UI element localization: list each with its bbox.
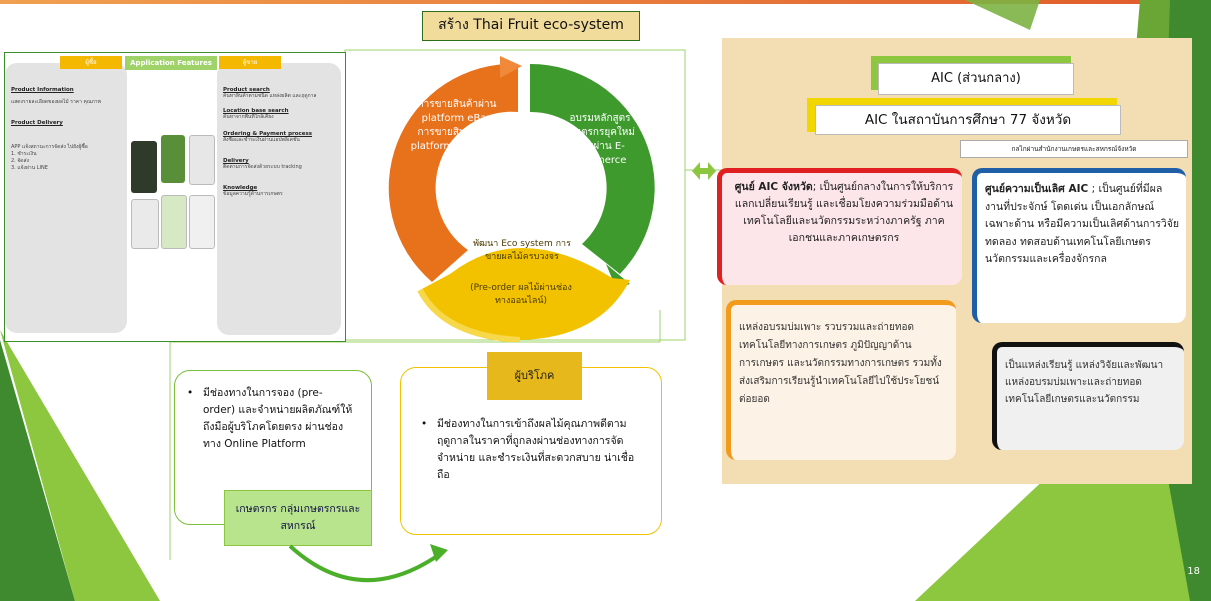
aic-institutions: AIC ในสถาบันการศึกษา 77 จังหวัด — [815, 105, 1121, 135]
cycle-segment-yellow — [420, 247, 630, 340]
product-delivery-title: Product Delivery — [11, 120, 63, 126]
location-search-title: Location base search — [223, 108, 289, 114]
phone-mockup — [161, 135, 185, 183]
seller-features: Product search ค้นหาสินค้าตามชนิด แหล่งผ… — [223, 87, 335, 198]
aic-excellence-title: ศูนย์ความเป็นเลิศ AIC — [985, 183, 1089, 195]
product-search-text: ค้นหาสินค้าตามชนิด แหล่งผลิต และฤดูกาล — [223, 93, 317, 99]
seller-header-tab: ผู้ขาย — [219, 56, 281, 69]
aic-excellence-text: ; เป็นศูนย์ที่มีผลงานที่ประจักษ์ โดดเด่น… — [985, 183, 1180, 265]
product-info-text: แสดงรายละเอียดของผลไม้ ราคา คุณภาพ — [11, 99, 101, 105]
consumer-description: มีช่องทางในการเข้าถึงผลไม้คุณภาพดีตามฤดู… — [421, 416, 642, 484]
ordering-text: สั่งซื้อและชำระเงินผ่านแอปพลิเคชัน — [223, 137, 300, 143]
farmer-label: เกษตรกร กลุ่มเกษตรกรและ สหกรณ์ — [224, 490, 372, 546]
phone-mockup — [189, 195, 215, 249]
delivery-title: Delivery — [223, 158, 249, 164]
buyer-header-tab: ผู้ซื้อ — [60, 56, 122, 69]
location-search-text: ค้นหาจากพื้นที่ใกล้เคียง — [223, 114, 274, 120]
buyer-features: Product Information แสดงรายละเอียดของผลไ… — [11, 87, 119, 172]
top-accent-bar — [0, 0, 1211, 4]
aic-provincial-text: ; เป็นศูนย์กลางในการให้บริการแลกเปลี่ยนเ… — [734, 181, 954, 244]
cycle-green-text: อบรมหลักสูตรเกษตรกรยุคใหม่ขายผ่าน E-comm… — [565, 113, 635, 166]
delivery-step: 3. แจ้งผ่าน LINE — [11, 165, 48, 171]
aic-research-box: เป็นแหล่งเรียนรู้ แหล่งวิจัยและพัฒนา แหล… — [992, 342, 1184, 450]
cycle-segment-green — [530, 63, 655, 274]
cycle-diagram — [388, 56, 655, 342]
phone-mockup — [189, 135, 215, 185]
cycle-orange-text: การขายสินค้าผ่าน platform eBay การขายสิน… — [410, 99, 504, 152]
product-search-title: Product search — [223, 87, 270, 93]
aic-central: AIC (ส่วนกลาง) — [878, 63, 1074, 95]
phone-mockup — [131, 199, 159, 249]
aic-excellence-content: ศูนย์ความเป็นเลิศ AIC ; เป็นศูนย์ที่มีผล… — [985, 181, 1180, 269]
aic-provincial-content: ศูนย์ AIC จังหวัด; เป็นศูนย์กลางในการให้… — [730, 179, 958, 247]
cycle-yellow-title: พัฒนา Eco system การขายผลไม้ครบวงจร — [473, 239, 571, 262]
seller-column — [217, 63, 341, 335]
phone-mockup — [161, 195, 187, 249]
aic-training-box: แหล่งอบรมบ่มเพาะ รวบรวมและถ่ายทอดเทคโนโล… — [726, 300, 956, 460]
ordering-title: Ordering & Payment process — [223, 131, 313, 137]
delivery-step: 1. ชำระเงิน — [11, 151, 37, 157]
cycle-yellow-subtitle: (Pre-order ผลไม้ผ่านช่องทางออนไลน์) — [470, 283, 572, 306]
aic-research-text: เป็นแหล่งเรียนรู้ แหล่งวิจัยและพัฒนา แหล… — [1005, 360, 1164, 405]
delivery-step: 2. จัดส่ง — [11, 158, 30, 164]
knowledge-text: ข้อมูลความรู้ด้านการเกษตร — [223, 191, 283, 197]
phone-mockup — [131, 141, 157, 193]
aic-mechanism: กลไกผ่านสำนักงานเกษตรและสหกรณ์จังหวัด — [960, 140, 1188, 158]
features-header-tab: Application Features — [125, 56, 217, 70]
features-panel: ผู้ซื้อ Application Features ผู้ขาย Prod… — [4, 52, 346, 342]
product-delivery-text: APP แจ้งสถานะการจัดส่ง ไปยังผู้ซื้อ — [11, 144, 88, 150]
diamond-connector-icon — [692, 162, 716, 180]
bottom-cycle-arrow — [288, 544, 448, 582]
aic-provincial-title: ศูนย์ AIC จังหวัด — [734, 181, 813, 193]
buyer-column — [5, 63, 127, 333]
product-info-title: Product Information — [11, 87, 74, 93]
slide-title: สร้าง Thai Fruit eco-system — [422, 11, 640, 41]
cycle-segment-orange — [388, 63, 518, 283]
aic-provincial-box: ศูนย์ AIC จังหวัด; เป็นศูนย์กลางในการให้… — [717, 168, 962, 285]
consumer-label: ผู้บริโภค — [487, 352, 582, 400]
knowledge-title: Knowledge — [223, 185, 258, 191]
farmer-description: มีช่องทางในการจอง (pre-order) และจำหน่าย… — [187, 385, 353, 453]
app-screenshots — [131, 135, 215, 253]
aic-excellence-box: ศูนย์ความเป็นเลิศ AIC ; เป็นศูนย์ที่มีผล… — [972, 168, 1186, 323]
aic-training-text: แหล่งอบรมบ่มเพาะ รวบรวมและถ่ายทอดเทคโนโล… — [739, 322, 942, 405]
page-number: 18 — [1187, 566, 1200, 577]
delivery-text: ติดตามการจัดส่งด้วยระบบ tracking — [223, 164, 302, 170]
